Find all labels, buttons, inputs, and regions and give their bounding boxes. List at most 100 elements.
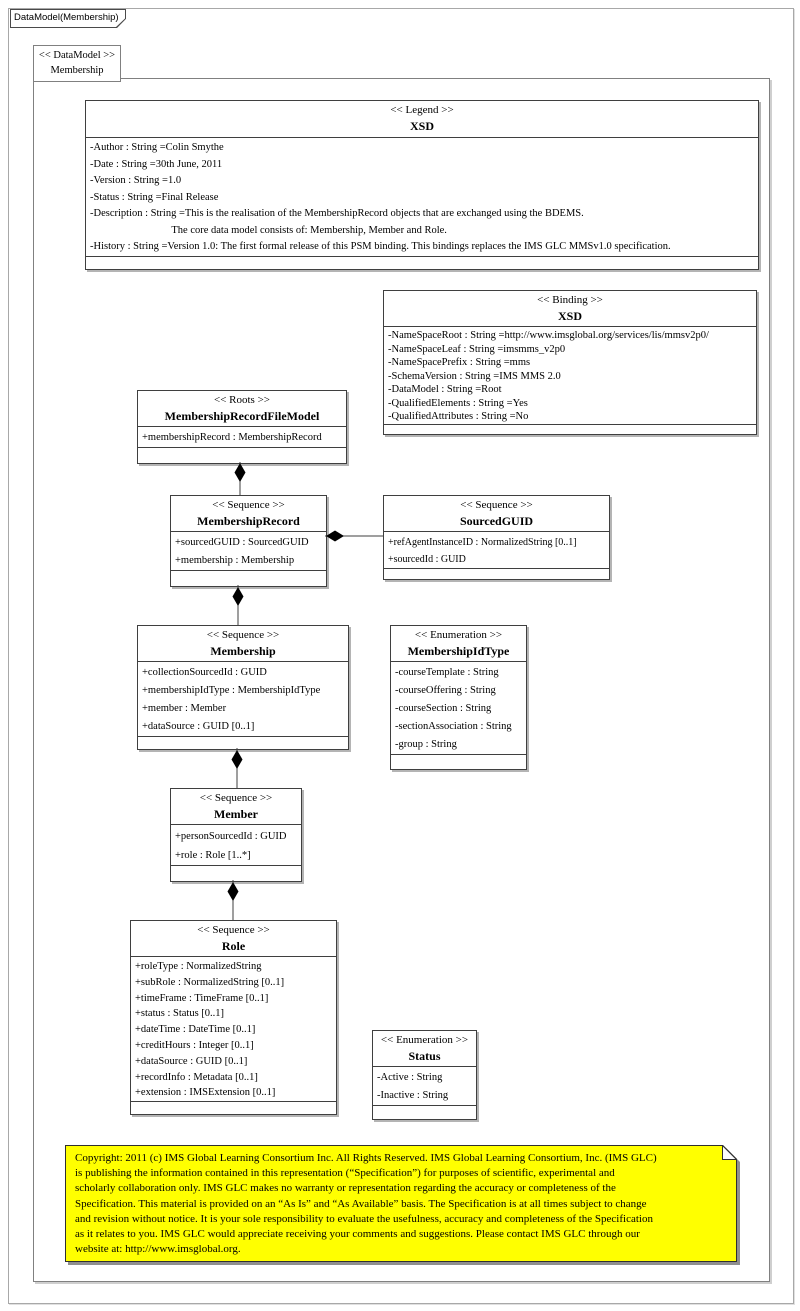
page-border — [8, 8, 794, 1304]
class-box-membershiprecord: << Sequence >> MembershipRecord +sourced… — [170, 495, 327, 587]
attribute-row: +sourcedId : GUID — [388, 554, 466, 565]
empty-compartment — [391, 754, 526, 769]
note-line: Copyright: 2011 (c) IMS Global Learning … — [75, 1152, 657, 1164]
class-box-binding: << Binding >> XSD -NameSpaceRoot : Strin… — [383, 290, 757, 435]
attribute-row: -History : String =Version 1.0: The firs… — [90, 241, 671, 252]
attribute-row: +creditHours : Integer [0..1] — [135, 1039, 254, 1051]
class-box-legend: << Legend >> XSD -Author : String =Colin… — [85, 100, 759, 270]
attribute-row: -Author : String =Colin Smythe — [90, 142, 224, 153]
class-box-status: << Enumeration >> Status -Active : Strin… — [372, 1030, 477, 1120]
class-name: XSD — [409, 119, 434, 133]
attributes-compartment: +collectionSourcedId : GUID +membershipId… — [138, 662, 348, 736]
diagram-tab-fill — [11, 10, 125, 27]
class-name: MembershipRecordFileModel — [164, 409, 320, 423]
class-header: << Enumeration >> MembershipIdType — [391, 626, 526, 662]
copyright-note: Copyright: 2011 (c) IMS Global Learning … — [65, 1145, 737, 1262]
attribute-row: -courseTemplate : String — [395, 667, 499, 678]
class-header: << Enumeration >> Status — [373, 1031, 476, 1067]
attribute-row: +personSourcedId : GUID — [175, 831, 287, 842]
empty-compartment — [86, 255, 758, 270]
attribute-row: +subRole : NormalizedString [0..1] — [135, 976, 285, 988]
attribute-row: -Description : String =This is the reali… — [90, 208, 584, 219]
frame-stereotype: << DataModel >> — [38, 50, 116, 61]
attributes-compartment: -Author : String =Colin Smythe -Date : St… — [86, 138, 758, 256]
attributes-compartment: -NameSpaceRoot : String =http://www.imsg… — [384, 327, 756, 424]
attributes-compartment: -Active : String-Inactive : String — [373, 1067, 476, 1105]
stereotype-label: << Enumeration >> — [380, 1034, 469, 1046]
class-header: << Sequence >> SourcedGUID — [384, 496, 609, 532]
class-name: XSD — [557, 309, 582, 323]
stereotype-label: << Sequence >> — [212, 499, 285, 511]
attribute-row: +membership : Membership — [175, 555, 295, 566]
attribute-row: -NameSpaceRoot : String =http://www.imsg… — [388, 330, 709, 341]
attribute-row: +status : Status [0..1] — [135, 1008, 225, 1020]
attributes-compartment: +personSourcedId : GUID+role : Role [1..… — [171, 825, 301, 865]
class-box-membershiprecordfilemodel: << Roots >> MembershipRecordFileModel +m… — [137, 390, 347, 464]
attribute-row: +roleType : NormalizedString — [135, 961, 262, 972]
class-header: << Legend >> XSD — [86, 101, 758, 138]
class-box-sourcedguid: << Sequence >> SourcedGUID +refAgentInst… — [383, 495, 610, 580]
attribute-row: +membershipIdType : MembershipIdType — [142, 685, 321, 696]
attribute-row: +refAgentInstanceID : NormalizedString [… — [388, 537, 577, 548]
class-box-role: << Sequence >> Role +roleType : Normaliz… — [130, 920, 337, 1115]
note-line: website at: http://www.imsglobal.org. — [75, 1243, 241, 1256]
class-box-membershipidtype: << Enumeration >> MembershipIdType -cour… — [390, 625, 527, 770]
stereotype-label: << Sequence >> — [460, 499, 533, 511]
empty-compartment — [171, 570, 326, 586]
class-box-member: << Sequence >> Member +personSourcedId :… — [170, 788, 302, 882]
attribute-row: +dataSource : GUID [0..1] — [135, 1055, 248, 1067]
class-header: << Sequence >> Role — [131, 921, 336, 957]
attribute-row: -courseSection : String — [395, 703, 492, 714]
attribute-row: -SchemaVersion : String =IMS MMS 2.0 — [388, 370, 561, 382]
stereotype-label: << Sequence >> — [199, 792, 273, 804]
note-fold-icon — [722, 1145, 737, 1160]
frame-name: Membership — [50, 65, 104, 76]
class-header: << Binding >> XSD — [384, 291, 756, 327]
class-name: SourcedGUID — [459, 514, 534, 528]
stereotype-label: << Binding >> — [537, 294, 603, 306]
empty-compartment — [138, 736, 348, 749]
attributes-compartment: +roleType : NormalizedString +subRole : N… — [131, 957, 336, 1101]
note-text: Copyright: 2011 (c) IMS Global Learning … — [65, 1145, 737, 1262]
attribute-row: -Version : String =1.0 — [90, 175, 182, 186]
attribute-row: +sourcedGUID : SourcedGUID — [175, 537, 309, 548]
attribute-row: -Date : String =30th June, 2011 — [90, 158, 223, 170]
empty-compartment — [384, 423, 756, 435]
attribute-row: -DataModel : String =Root — [388, 384, 502, 395]
class-header: << Sequence >> Membership — [138, 626, 348, 662]
class-header: << Roots >> MembershipRecordFileModel — [138, 391, 346, 427]
attribute-row: The core data model consists of: Members… — [90, 224, 447, 236]
stereotype-label: << Sequence >> — [206, 629, 280, 641]
class-name: MembershipRecord — [197, 514, 300, 528]
attribute-row: -Status : String =Final Release — [90, 191, 219, 203]
diagram-frame — [33, 78, 770, 1282]
class-header: << Sequence >> Member — [171, 789, 301, 825]
attribute-row: +collectionSourcedId : GUID — [142, 667, 267, 678]
attribute-row: -NameSpacePrefix : String =mms — [388, 357, 531, 368]
attribute-row: +timeFrame : TimeFrame [0..1] — [135, 992, 269, 1004]
attribute-row: -sectionAssociation : String — [395, 721, 512, 732]
attributes-compartment: +refAgentInstanceID : NormalizedString [… — [384, 532, 609, 568]
attribute-row: -Inactive : String — [377, 1090, 449, 1101]
attribute-row: +extension : IMSExtension [0..1] — [135, 1087, 276, 1099]
attribute-row: -courseOffering : String — [395, 685, 496, 696]
attribute-row: +recordInfo : Metadata [0..1] — [135, 1071, 258, 1083]
class-name: MembershipIdType — [407, 644, 510, 658]
stereotype-label: << Roots >> — [214, 394, 270, 406]
class-header: << Sequence >> MembershipRecord — [171, 496, 326, 532]
note-line: and revision without notice. It is your … — [75, 1212, 653, 1225]
note-line: scholarly collaboration only. IMS GLC ma… — [75, 1182, 616, 1195]
empty-compartment — [138, 447, 346, 463]
attribute-row: +dataSource : GUID [0..1] — [142, 721, 255, 732]
empty-compartment — [131, 1101, 336, 1114]
attributes-compartment: +sourcedGUID : SourcedGUID +membership : … — [171, 532, 326, 570]
class-name: Member — [214, 807, 258, 821]
attributes-compartment: -courseTemplate : String -courseOffering … — [391, 662, 526, 754]
class-name: Membership — [210, 644, 276, 658]
note-line: as it relates to you. IMS GLC would appr… — [75, 1228, 640, 1241]
note-line: Specification. This material is provided… — [75, 1197, 647, 1210]
attribute-row: -group : String — [395, 739, 457, 750]
diagram-tab-label: DataModel(Membership) — [14, 12, 119, 23]
frame-label: << DataModel >> Membership — [33, 45, 121, 82]
